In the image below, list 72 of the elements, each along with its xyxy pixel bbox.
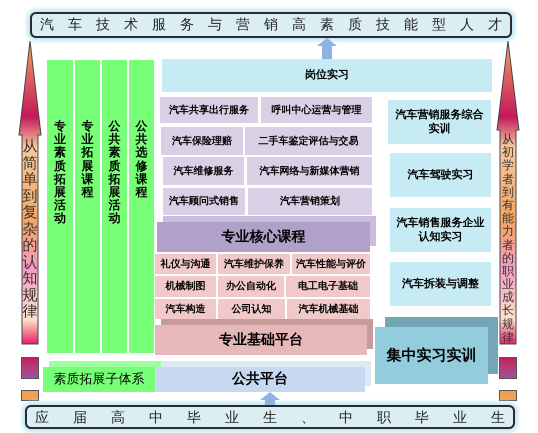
node-label: 汽车维修服务 xyxy=(174,164,234,178)
training-block xyxy=(375,327,488,384)
node-label: 汽车网络与新媒体营销 xyxy=(260,164,360,178)
node-label: 汽车营销策划 xyxy=(280,194,340,209)
node-label: 汽车营销服务综合实训 xyxy=(394,108,484,136)
node-label: 机械制图 xyxy=(166,280,206,294)
vertical-label: 从初学者到有能力者的职业成长规律 xyxy=(502,133,514,344)
course-box xyxy=(155,276,216,297)
node-label: 汽车驾驶实习 xyxy=(408,168,474,182)
layer-block xyxy=(155,367,365,392)
course-box xyxy=(245,127,372,155)
course-box xyxy=(292,254,370,274)
course-box xyxy=(247,157,372,185)
course-box xyxy=(261,97,372,123)
arrow xyxy=(260,392,280,405)
node-label: 专业基础平台 xyxy=(219,330,303,350)
node-label: 汽车构造 xyxy=(166,302,206,316)
node-label: 礼仪与沟通 xyxy=(160,258,210,272)
course-box xyxy=(161,127,243,155)
vertical-label: 专业素质拓展活动 xyxy=(54,120,66,226)
node-label: 汽车保险理赔 xyxy=(172,134,232,148)
arrow xyxy=(317,38,337,59)
node-label: 公共平台 xyxy=(232,370,288,389)
course-box xyxy=(160,97,258,123)
node-label: 汽车销售服务企业认知实习 xyxy=(396,216,486,244)
node-label: 汽车性能与评价 xyxy=(296,257,366,272)
column-box xyxy=(75,60,100,353)
vertical-label: 专业拓展课程 xyxy=(82,120,94,200)
column-box xyxy=(47,60,73,353)
node-label: 汽车共享出行服务 xyxy=(169,103,249,118)
vertical-label: 从简单到复杂的认知规律 xyxy=(22,138,38,320)
layer-block xyxy=(43,367,155,392)
node-label: 电工电子基础 xyxy=(298,280,358,294)
course-box xyxy=(286,276,370,297)
practice-box xyxy=(390,262,491,306)
node-label: 办公自动化 xyxy=(226,280,276,294)
column-box xyxy=(129,60,154,353)
practice-box xyxy=(388,100,491,144)
column-box xyxy=(102,60,127,353)
up-arrow-shape xyxy=(496,40,520,345)
node-label: 素质拓展子体系 xyxy=(54,370,144,389)
vertical-label: 公共素质拓展活动 xyxy=(108,120,120,226)
node-label: 汽车维护保养 xyxy=(224,257,284,272)
node-label: 汽车拆装与调整 xyxy=(402,277,479,291)
node-label: 汽车顾问式销售 xyxy=(169,194,239,209)
layer-block xyxy=(157,222,370,252)
vertical-label: 公共选修课程 xyxy=(136,120,148,200)
course-box xyxy=(287,299,370,319)
node-label: 汽车技术服务与营销高素质技能型人才 xyxy=(40,16,502,35)
course-box xyxy=(163,157,244,185)
course-box xyxy=(218,254,290,274)
node-label: 专业核心课程 xyxy=(222,228,306,246)
course-box xyxy=(155,299,216,319)
node-label: 公司认知 xyxy=(232,302,272,316)
practice-box xyxy=(390,153,491,197)
node-label: 呼叫中心运营与管理 xyxy=(272,103,362,118)
course-box xyxy=(218,276,284,297)
banner-box xyxy=(25,405,515,429)
banner-box xyxy=(30,12,512,38)
course-box xyxy=(248,188,372,215)
course-box xyxy=(163,188,245,215)
practice-box xyxy=(162,59,492,92)
node-label: 二手车鉴定评估与交易 xyxy=(258,134,358,148)
node-label: 岗位实习 xyxy=(305,67,349,84)
course-box xyxy=(218,299,285,319)
course-box xyxy=(155,254,216,274)
up-arrow-shape xyxy=(18,40,42,345)
node-label: 应届高中毕业生、中职毕业生 xyxy=(35,409,505,428)
practice-box xyxy=(390,208,491,252)
node-label: 集中实习实训 xyxy=(386,345,476,366)
layer-block xyxy=(155,325,367,355)
node-label: 汽车机械基础 xyxy=(298,302,358,316)
